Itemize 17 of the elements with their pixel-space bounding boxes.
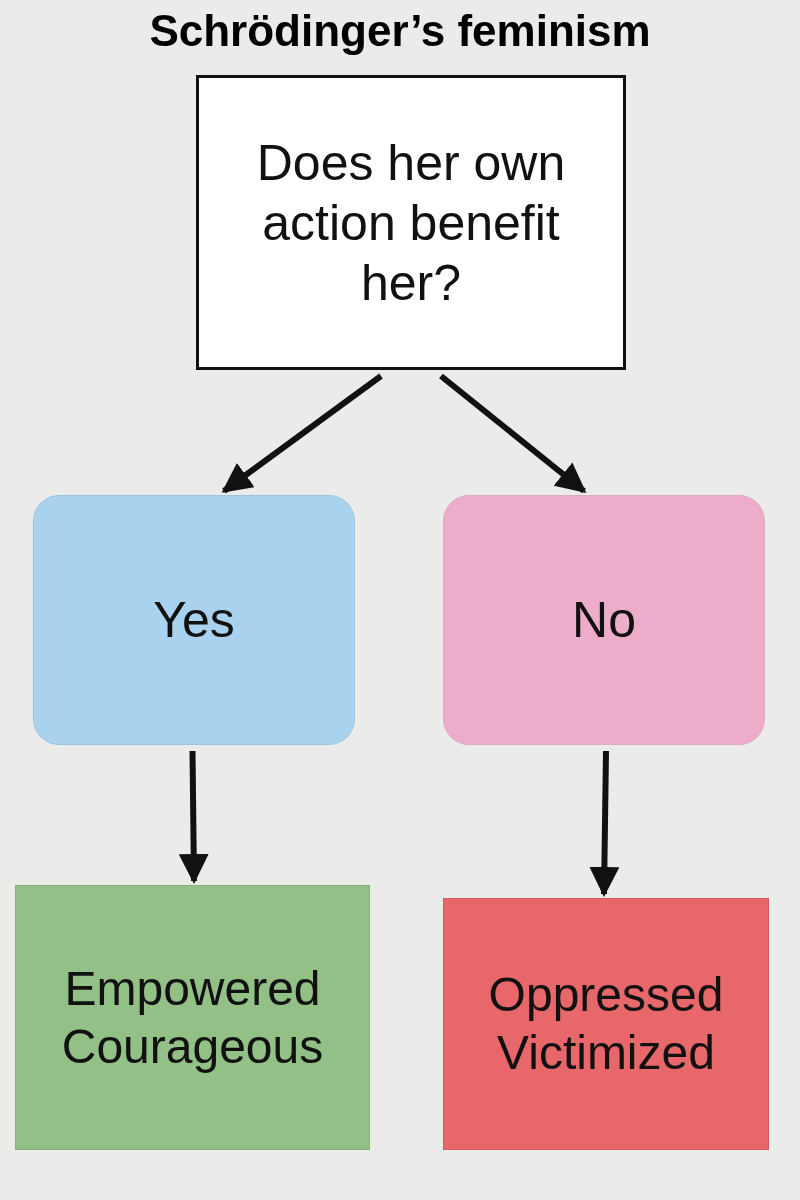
diagram-title: Schrödinger’s feminism [148,6,652,56]
node-text: No [572,591,636,650]
arrow [221,373,383,494]
outcome-box [443,898,769,1150]
node-text: Empowered [64,960,321,1017]
question-box [196,75,626,370]
node-text: Oppressed [488,967,724,1024]
answer-box [443,495,765,745]
node-text: Courageous [61,1018,324,1075]
arrow [589,750,620,897]
outcome-box [15,885,370,1150]
arrow [178,750,209,884]
answer-box [33,495,355,745]
node-text: Yes [153,591,235,650]
arrow [439,373,587,494]
node-text: Victimized [497,1025,715,1081]
node-text: Does her own action benefit her? [255,133,567,313]
